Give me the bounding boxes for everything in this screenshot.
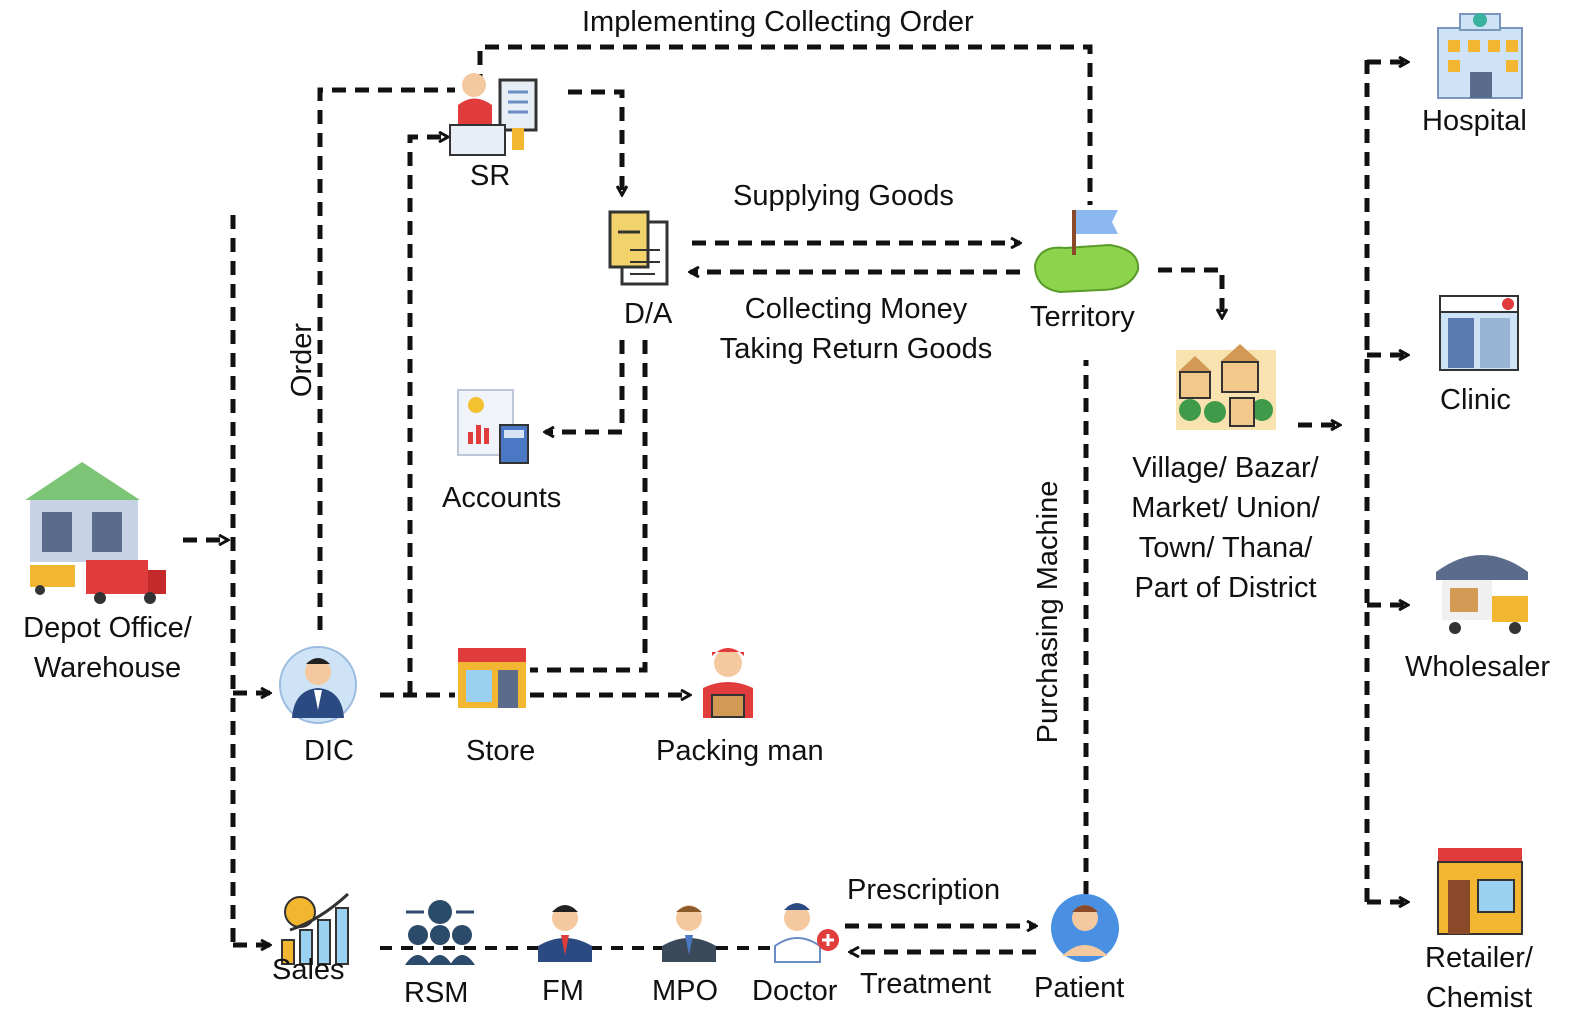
edge-label-collecting-line2: Taking Return Goods	[719, 333, 993, 365]
village-label-line3: Town/ Thana/	[1138, 532, 1313, 564]
retailer-label: Retailer/ Chemist	[1410, 938, 1548, 1018]
warehouse-truck-icon	[25, 462, 166, 604]
connectors	[183, 44, 1408, 952]
sr-label: SR	[470, 160, 511, 192]
edge-label-implementing: Implementing Collecting Order	[582, 6, 974, 38]
village-houses-icon	[1176, 344, 1276, 430]
da-label: D/A	[624, 298, 673, 330]
edge-label-treatment: Treatment	[860, 968, 992, 1000]
mpo-label: MPO	[652, 975, 719, 1007]
hospital-label: Hospital	[1422, 105, 1527, 137]
packing-label: Packing man	[656, 735, 824, 767]
businessman-icon	[662, 905, 716, 962]
delivery-man-icon	[703, 648, 753, 718]
clinic-building-icon	[1439, 295, 1519, 371]
edge-da-store	[530, 340, 648, 673]
documents-icon	[608, 210, 669, 286]
accounts-label: Accounts	[442, 482, 562, 514]
village-label: Village/ Bazar/ Market/ Union/ Town/ Tha…	[1118, 448, 1333, 608]
manager-avatar-icon	[279, 646, 357, 724]
storefront-icon	[458, 648, 526, 708]
shop-cart-icon	[1437, 848, 1523, 935]
village-label-line4: Part of District	[1134, 572, 1317, 604]
edge-label-prescription: Prescription	[847, 874, 1001, 906]
flag-island-icon	[1033, 210, 1140, 294]
edge-label-order: Order	[286, 322, 318, 398]
wholesaler-label: Wholesaler	[1405, 651, 1551, 683]
cashier-icon	[449, 73, 538, 156]
edge-da-accounts	[545, 340, 625, 432]
edge-label-collecting: Collecting Money Taking Return Goods	[700, 289, 1012, 369]
businessman-icon	[538, 905, 592, 962]
warehouse-truck-icon	[1436, 555, 1528, 634]
doctor-label: Doctor	[752, 975, 838, 1007]
edge-territory-village	[1158, 267, 1222, 318]
edge-sr-da	[568, 89, 622, 195]
edge-label-collecting-line1: Collecting Money	[744, 293, 968, 325]
patient-avatar-icon	[1051, 894, 1119, 962]
village-label-line1: Village/ Bazar/	[1132, 452, 1319, 484]
edge-implementing	[477, 44, 1093, 205]
calculator-report-icon	[457, 389, 529, 464]
edge-label-supplying: Supplying Goods	[733, 180, 954, 212]
retailer-label-line1: Retailer/	[1425, 942, 1533, 974]
fm-label: FM	[542, 975, 584, 1007]
edge-order	[317, 87, 455, 630]
edge-store-sr	[407, 137, 448, 695]
team-money-icon	[405, 900, 475, 965]
sales-growth-icon	[281, 892, 350, 965]
depot-label-line2: Warehouse	[33, 652, 182, 684]
retailer-label-line2: Chemist	[1425, 982, 1533, 1014]
patient-label: Patient	[1034, 972, 1125, 1004]
territory-label: Territory	[1030, 301, 1135, 333]
clinic-label: Clinic	[1440, 384, 1511, 416]
hospital-building-icon	[1437, 13, 1523, 99]
dic-label: DIC	[304, 735, 354, 767]
edge-label-purchasing: Purchasing Machine	[1032, 480, 1064, 744]
rsm-label: RSM	[404, 977, 469, 1009]
village-label-line2: Market/ Union/	[1131, 492, 1320, 524]
depot-label: Depot Office/ Warehouse	[10, 608, 205, 688]
store-label: Store	[466, 735, 536, 767]
doctor-icon	[774, 903, 839, 963]
depot-label-line1: Depot Office/	[23, 612, 192, 644]
sales-label: Sales	[272, 954, 345, 986]
